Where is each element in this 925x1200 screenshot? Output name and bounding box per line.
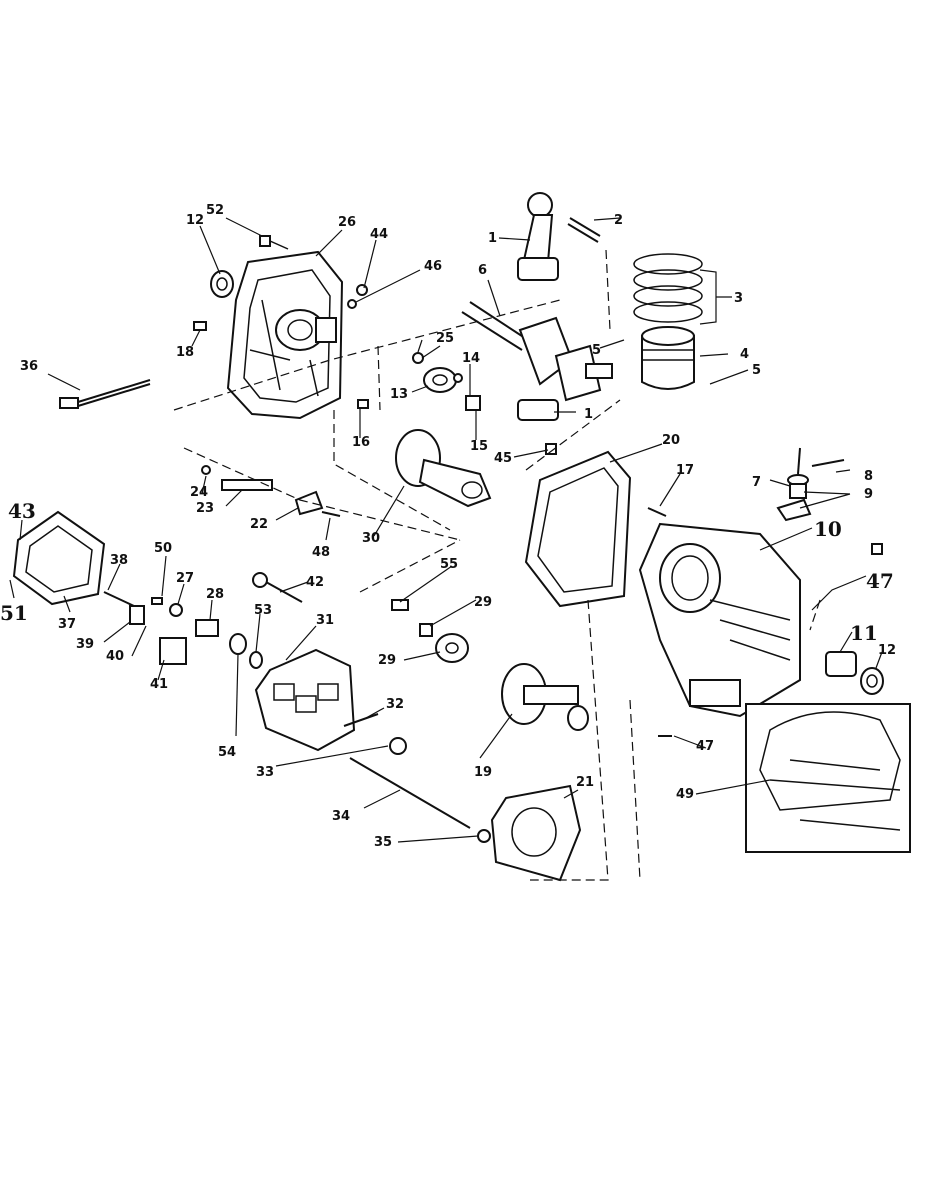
callout-3: 3 <box>734 291 743 306</box>
camshaft <box>501 663 589 731</box>
callout-49: 49 <box>676 787 694 802</box>
callout-48: 48 <box>312 545 330 560</box>
callout-47-right: 47 <box>866 569 894 593</box>
callout-28: 28 <box>206 587 224 602</box>
cylinder-block <box>638 522 801 718</box>
callout-9: 9 <box>864 487 873 502</box>
callout-37: 37 <box>58 617 76 632</box>
cylinder-head <box>254 648 356 752</box>
callout-33: 33 <box>256 765 274 780</box>
callout-50: 50 <box>154 541 172 556</box>
dipstick <box>59 379 151 409</box>
crankshaft <box>461 301 613 402</box>
crankcase-cover <box>226 250 344 420</box>
callout-8: 8 <box>864 469 873 484</box>
callout-20: 20 <box>662 433 680 448</box>
callout-52: 52 <box>206 203 224 218</box>
rocker-assembly <box>103 591 263 669</box>
oil-seal-left <box>210 270 234 298</box>
callout-labels: 1 2 3 5 4 5 6 1 45 12 52 26 44 46 36 18 … <box>0 203 896 850</box>
callout-15: 15 <box>470 439 488 454</box>
head-gasket <box>490 784 582 882</box>
callout-24: 24 <box>190 485 208 500</box>
assembly-lines <box>173 249 821 881</box>
callout-30: 30 <box>362 531 380 546</box>
governor-spring <box>201 465 324 516</box>
connecting-rod <box>517 192 559 421</box>
callout-11: 11 <box>850 621 878 645</box>
callout-31: 31 <box>316 613 334 628</box>
valve-32 <box>343 713 407 755</box>
callout-51: 51 <box>0 601 28 625</box>
callout-54: 54 <box>218 745 236 760</box>
callout-36: 36 <box>20 359 38 374</box>
callout-44: 44 <box>370 227 388 242</box>
callout-27: 27 <box>176 571 194 586</box>
callout-13: 13 <box>390 387 408 402</box>
callout-46: 46 <box>424 259 442 274</box>
crankcase-gasket <box>524 450 632 608</box>
bolt-52 <box>259 235 289 250</box>
callout-42: 42 <box>306 575 324 590</box>
breather-assembly <box>776 447 845 522</box>
callout-43: 43 <box>8 499 36 523</box>
callout-41: 41 <box>150 677 168 692</box>
callout-26: 26 <box>338 215 356 230</box>
push-rod <box>349 757 471 829</box>
callout-35: 35 <box>374 835 392 850</box>
cam-gear <box>419 623 469 663</box>
callout-12-right: 12 <box>878 643 896 658</box>
valve-cover <box>12 510 106 606</box>
callout-47-lower: 47 <box>696 739 714 754</box>
wrist-pin <box>567 217 601 243</box>
pin-55 <box>391 599 409 611</box>
callout-45: 45 <box>494 451 512 466</box>
callout-12-left: 12 <box>186 213 204 228</box>
leader-lines <box>9 217 883 843</box>
callout-6: 6 <box>478 263 487 278</box>
piston-rings <box>633 253 703 323</box>
callout-32: 32 <box>386 697 404 712</box>
callout-34: 34 <box>332 809 350 824</box>
callout-4: 4 <box>740 347 749 362</box>
callout-39: 39 <box>76 637 94 652</box>
valve-42 <box>252 572 303 603</box>
oil-seal-right <box>860 667 884 695</box>
callout-5-lower: 5 <box>752 363 761 378</box>
callout-21: 21 <box>576 775 594 790</box>
detail-inset <box>745 703 911 853</box>
callout-5-upper: 5 <box>592 343 601 358</box>
governor-gear <box>412 352 481 411</box>
callout-1-lower: 1 <box>584 407 593 422</box>
callout-23: 23 <box>196 501 214 516</box>
callout-10: 10 <box>814 517 842 541</box>
callout-29-upper: 29 <box>474 595 492 610</box>
callout-18: 18 <box>176 345 194 360</box>
bushing <box>825 651 857 677</box>
callout-55: 55 <box>440 557 458 572</box>
callout-16: 16 <box>352 435 370 450</box>
callout-40: 40 <box>106 649 124 664</box>
callout-1-upper: 1 <box>488 231 497 246</box>
callout-14: 14 <box>462 351 480 366</box>
callout-19: 19 <box>474 765 492 780</box>
balancer <box>395 429 492 508</box>
callout-2: 2 <box>614 213 623 228</box>
callout-17: 17 <box>676 463 694 478</box>
callout-38: 38 <box>110 553 128 568</box>
small-fasteners <box>193 284 883 843</box>
callout-53: 53 <box>254 603 272 618</box>
callout-7: 7 <box>752 475 761 490</box>
piston <box>641 326 695 390</box>
callout-29-lower: 29 <box>378 653 396 668</box>
callout-22: 22 <box>250 517 268 532</box>
callout-25: 25 <box>436 331 454 346</box>
